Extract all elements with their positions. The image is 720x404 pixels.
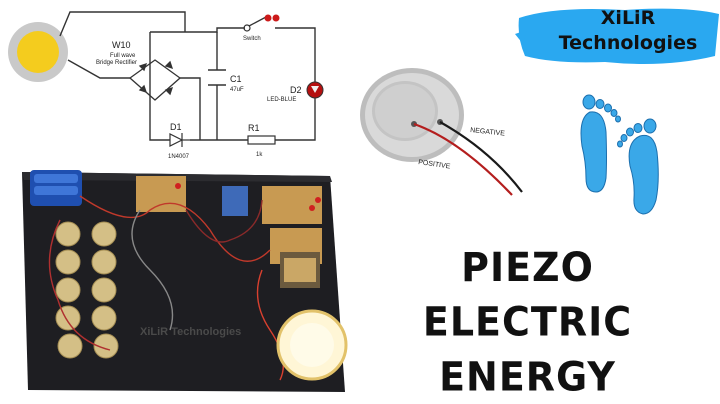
resistor-value: 1k [256,152,263,158]
bridge-name: W10 [112,40,131,50]
main-title: PIEZO ELECTRIC ENERGY [355,240,700,404]
negative-label: NEGATIVE [470,127,506,138]
circuit-schematic: W10 Full wave Bridge Rectifier Switch C1… [8,11,324,160]
capacitor-symbol [208,69,226,86]
switch-symbol [243,14,280,32]
switch-label: Switch [243,36,261,42]
bridge-rectifier [128,59,182,101]
brand-line-1: XiLiR [600,7,656,29]
diode-symbol [169,133,190,147]
led-symbol [306,81,324,99]
piezo-disc-array [55,221,119,359]
positive-label: POSITIVE [418,159,451,170]
capacitor-value: 47uF [230,87,244,93]
bridge-desc-2: Bridge Rectifier [96,60,137,66]
piezo-wires [413,121,523,196]
brand-line-2: Technologies [558,32,698,54]
resistor-name: R1 [248,123,260,133]
bridge-desc-1: Full wave [110,53,136,59]
brand-brush-stroke [515,8,719,65]
led-bulb [276,309,348,381]
title-line-2: ENERGY [439,353,616,400]
board-label: XiLiR Technologies [140,326,242,338]
led-name: D2 [290,85,302,95]
circuit-boards [136,176,322,288]
diode-name: D1 [170,122,182,132]
capacitor-name: C1 [230,74,242,84]
resistor-symbol [247,135,276,145]
brand-logo: XiLiR Technologies [548,6,708,56]
piezo-source-icon [8,22,68,82]
diode-part: 1N4007 [168,154,190,160]
battery-pack [30,170,82,206]
led-desc: LED-BLUE [267,97,296,103]
piezo-disc-icon [360,68,464,162]
board-wires [48,195,284,381]
board-base [22,172,345,392]
circuit-wires [59,11,316,141]
title-line-1: PIEZO ELECTRIC [422,244,633,346]
